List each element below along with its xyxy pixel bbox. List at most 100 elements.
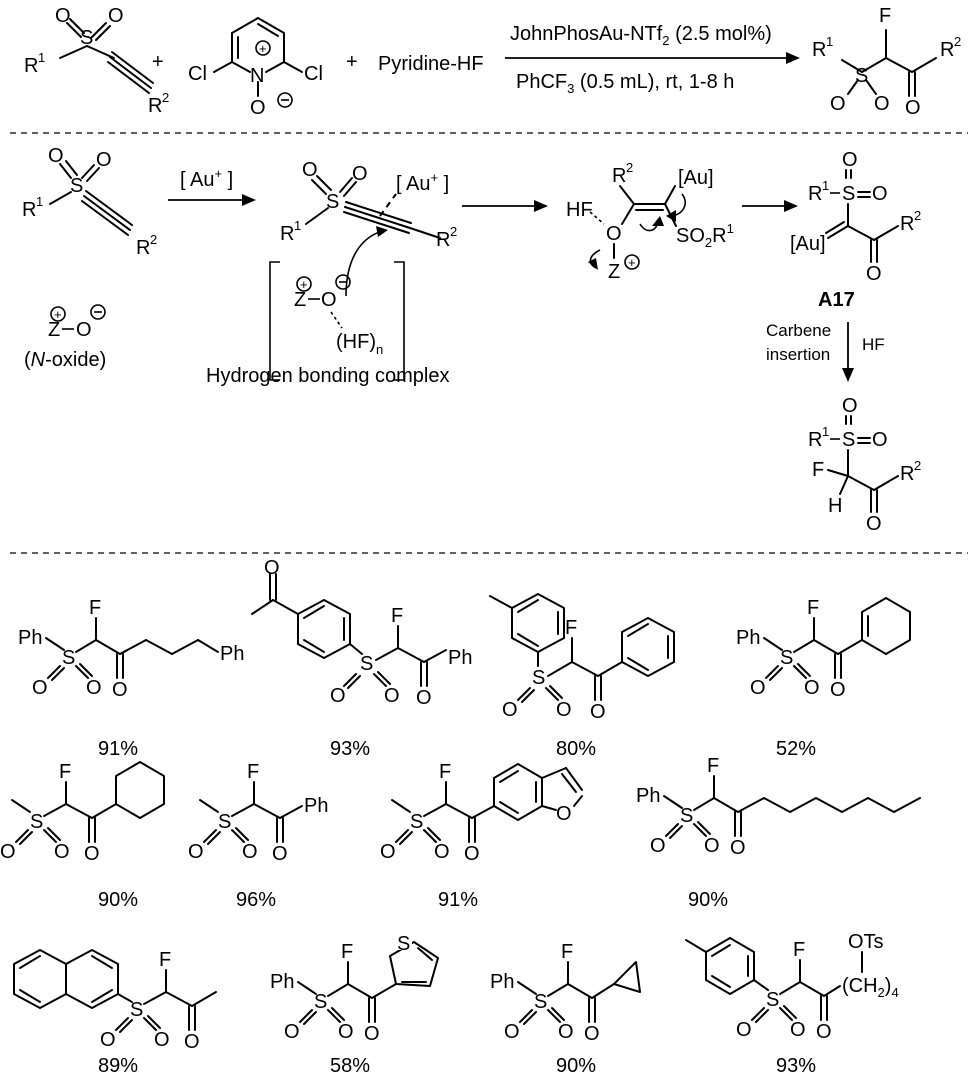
- svg-text:O: O: [736, 1019, 752, 1041]
- svg-text:F: F: [59, 761, 71, 783]
- svg-text:Ph: Ph: [18, 627, 42, 649]
- atom-O: O: [352, 163, 368, 185]
- n-oxide-legend: Z O + (N-oxide): [24, 304, 106, 371]
- svg-text:2: 2: [150, 232, 157, 247]
- yield: 89%: [98, 1055, 138, 1077]
- svg-text:O: O: [264, 557, 280, 579]
- svg-text:O: O: [558, 1021, 574, 1043]
- atom-S: S: [855, 65, 868, 87]
- reagent-label: Pyridine-HF: [378, 53, 484, 75]
- sub-1: 1: [38, 50, 45, 65]
- svg-text:Ph: Ph: [448, 647, 472, 669]
- svg-text:O: O: [464, 843, 480, 865]
- atom-O: O: [866, 263, 882, 285]
- svg-text:O: O: [112, 679, 128, 701]
- yield: 93%: [776, 1055, 816, 1077]
- atom-O: O: [48, 145, 64, 167]
- svg-text:S: S: [30, 811, 43, 833]
- svg-text:O: O: [502, 699, 518, 721]
- plus-sign: +: [152, 51, 164, 73]
- svg-text:O: O: [590, 701, 606, 723]
- svg-text:O: O: [434, 841, 450, 863]
- gold-pi-complex: S O O R 1 R 2 [ Au+ ]: [280, 159, 457, 297]
- gold-carbene-A17: R 1 S O O [Au] R 2 O A17: [790, 149, 921, 311]
- atom-R: R: [436, 229, 450, 251]
- yield: 90%: [98, 889, 138, 911]
- svg-text:S: S: [218, 811, 231, 833]
- svg-text:F: F: [565, 617, 577, 639]
- hf-n: (HF)n: [336, 331, 383, 357]
- svg-text:S: S: [532, 667, 545, 689]
- mech-arrow-1: [ Au+ ]: [168, 166, 256, 206]
- atom-O: O: [321, 289, 337, 311]
- svg-text:+: +: [628, 255, 636, 270]
- atom-F: F: [879, 5, 891, 27]
- svg-text:2: 2: [914, 458, 921, 473]
- reactant-dichloropyridine-n-oxide: N Cl Cl O +: [188, 17, 323, 119]
- svg-text:O: O: [242, 841, 258, 863]
- atom-R: R: [24, 55, 38, 77]
- svg-text:2: 2: [450, 224, 457, 239]
- atom-O: O: [606, 223, 622, 245]
- atom-R: R: [148, 95, 162, 117]
- atom-S: S: [842, 429, 855, 451]
- atom-O: O: [872, 183, 888, 205]
- mech-product: R 1 S O O F H R 2 O: [808, 395, 921, 535]
- yield: 91%: [98, 738, 138, 760]
- svg-text:1: 1: [294, 218, 301, 233]
- atom-O: O: [55, 5, 71, 27]
- svg-text:+: +: [300, 277, 308, 292]
- intermediate-label: A17: [818, 289, 855, 311]
- svg-text:O: O: [804, 677, 820, 699]
- mech-alkynyl-sulfone: S O O R 1 R 2: [22, 145, 157, 259]
- scope-compound-11: Ph S O O F O 90%: [490, 941, 641, 1077]
- atom-O: O: [76, 319, 92, 341]
- svg-text:2: 2: [626, 160, 633, 175]
- svg-text:O: O: [86, 677, 102, 699]
- sub-2: 2: [162, 90, 169, 105]
- atom-HF: HF: [566, 199, 593, 221]
- svg-text:Ph: Ph: [270, 971, 294, 993]
- atom-S: S: [70, 175, 83, 197]
- atom-O: O: [108, 5, 124, 27]
- svg-text:S: S: [397, 933, 410, 955]
- product-alpha-fluoro-ketone: F R 1 S O O O R 2: [812, 5, 961, 119]
- yield: 90%: [556, 1055, 596, 1077]
- svg-text:F: F: [793, 939, 805, 961]
- reactant-alkynyl-sulfone: S O O R 1 R 2: [24, 5, 169, 117]
- svg-text:S: S: [360, 653, 373, 675]
- yield: 58%: [330, 1055, 370, 1077]
- scope-compound-8: Ph S O O F O 90%: [636, 755, 921, 911]
- complex-caption: Hydrogen bonding complex: [206, 365, 450, 387]
- atom-Z: Z: [48, 319, 60, 341]
- atom-F: F: [812, 459, 824, 481]
- svg-text:2: 2: [954, 34, 961, 49]
- yield: 80%: [556, 738, 596, 760]
- svg-text:F: F: [341, 941, 353, 963]
- svg-text:O: O: [504, 1021, 520, 1043]
- svg-text:O: O: [830, 679, 846, 701]
- svg-text:OTs: OTs: [848, 931, 884, 953]
- yield: 96%: [236, 889, 276, 911]
- atom-H: H: [828, 495, 842, 517]
- svg-text:O: O: [188, 841, 204, 863]
- atom-R: R: [900, 213, 914, 235]
- scope-compound-1: Ph S O O F O Ph 91%: [18, 597, 244, 760]
- top-reaction-arrow: JohnPhosAu-NTf2 (2.5 mol%) PhCF3 (0.5 mL…: [505, 23, 800, 96]
- hf-label: HF: [862, 335, 885, 354]
- svg-text:O: O: [584, 1023, 600, 1045]
- atom-Au: [Au]: [678, 167, 714, 189]
- svg-text:O: O: [338, 1021, 354, 1043]
- vinyl-gold-intermediate: HF O R 2 [Au] SO2R1 Z +: [566, 160, 734, 283]
- svg-text:S: S: [534, 991, 547, 1013]
- scope-compound-12: S O O F O (CH2)4 OTs 93%: [685, 931, 899, 1077]
- scope-compound-3: S O O F O 80%: [489, 593, 675, 760]
- svg-text:(CH2)4: (CH2)4: [842, 975, 899, 1000]
- svg-text:O: O: [330, 685, 346, 707]
- scope-compound-2: O S O O F O Ph 93%: [251, 557, 472, 760]
- svg-text:Ph: Ph: [490, 971, 514, 993]
- svg-text:F: F: [561, 941, 573, 963]
- atom-O: O: [302, 159, 318, 181]
- svg-text:O: O: [730, 837, 746, 859]
